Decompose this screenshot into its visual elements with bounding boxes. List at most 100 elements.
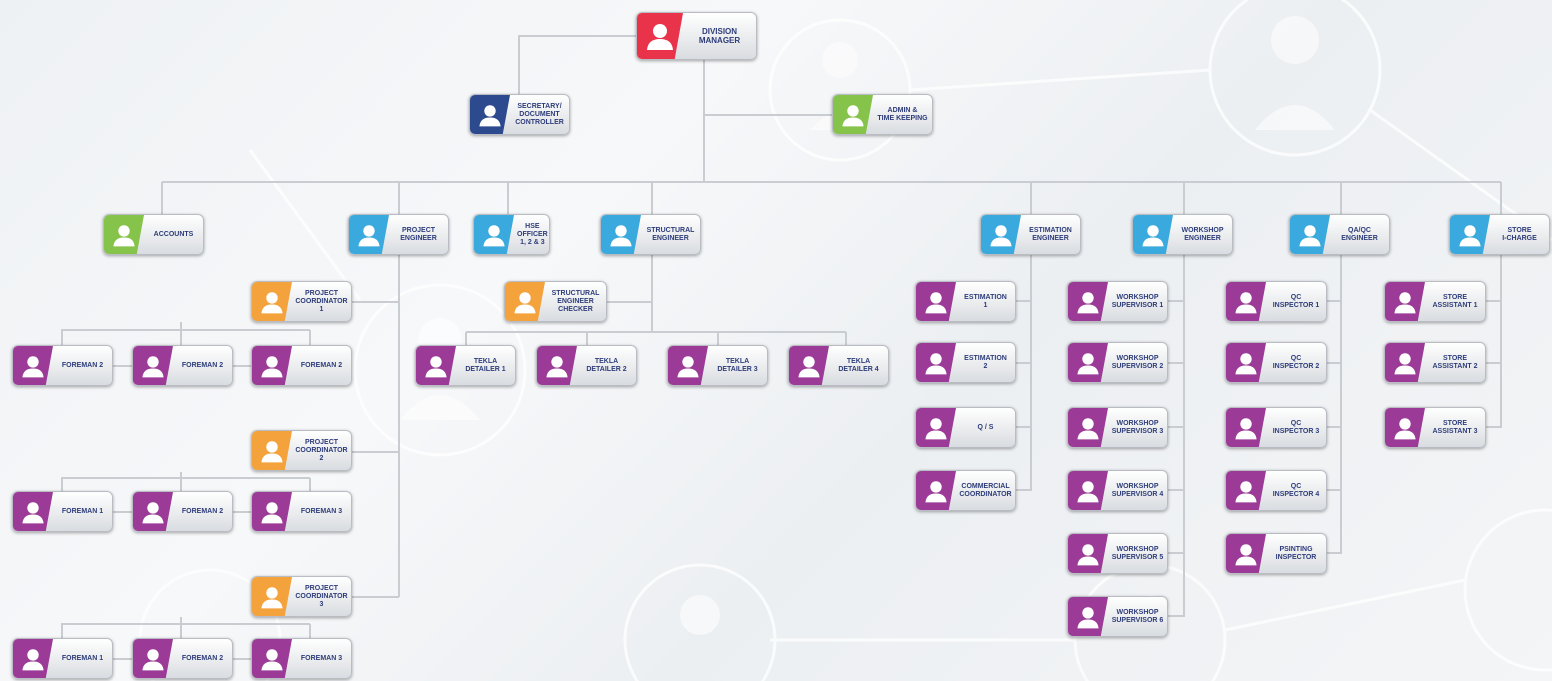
org-node-ws-supervisor-5: WORKSHOP SUPERVISOR 5: [1067, 533, 1168, 574]
node-label: TEKLA DETAILER 3: [717, 357, 758, 373]
org-node-estimation-engineer: ESTIMATION ENGINEER: [980, 214, 1081, 255]
node-label: TEKLA DETAILER 1: [465, 357, 506, 373]
org-node-estimation-2: ESTIMATION 2: [915, 342, 1016, 383]
org-node-ws-supervisor-3: WORKSHOP SUPERVISOR 3: [1067, 407, 1168, 448]
node-label: ESTIMATION ENGINEER: [1029, 226, 1072, 242]
node-label: PROJECT COORDINATOR 1: [295, 289, 348, 313]
person-icon: [252, 577, 292, 616]
node-label: QC INSPECTOR 3: [1272, 419, 1320, 435]
person-icon: [1290, 215, 1330, 254]
person-icon: [133, 492, 173, 531]
org-node-hse-officer: HSE OFFICER 1, 2 & 3: [473, 214, 550, 255]
person-icon: [470, 95, 510, 134]
org-node-pc1-foreman-c: FOREMAN 2: [251, 345, 352, 386]
node-label: PROJECT COORDINATOR 3: [295, 584, 348, 608]
node-label: PROJECT ENGINEER: [400, 226, 437, 242]
person-icon: [1385, 282, 1425, 321]
org-node-ws-supervisor-1: WORKSHOP SUPERVISOR 1: [1067, 281, 1168, 322]
org-node-qc-inspector-3: QC INSPECTOR 3: [1225, 407, 1327, 448]
person-icon: [349, 215, 389, 254]
node-label: DIVISION MANAGER: [698, 27, 741, 45]
person-icon: [1226, 343, 1266, 382]
node-label: FOREMAN 1: [61, 654, 104, 662]
node-label: QC INSPECTOR 4: [1272, 482, 1320, 498]
person-icon: [637, 13, 683, 59]
org-node-project-coordinator-2: PROJECT COORDINATOR 2: [251, 430, 352, 471]
person-icon: [505, 282, 545, 321]
node-label: FOREMAN 2: [181, 361, 224, 369]
node-label: STORE ASSISTANT 1: [1432, 293, 1478, 309]
person-icon: [1226, 408, 1266, 447]
person-icon: [789, 346, 829, 385]
person-icon: [916, 343, 956, 382]
person-icon: [1068, 282, 1108, 321]
org-node-ws-supervisor-2: WORKSHOP SUPERVISOR 2: [1067, 342, 1168, 383]
org-node-project-engineer: PROJECT ENGINEER: [348, 214, 449, 255]
org-node-pc2-foreman-a: FOREMAN 1: [12, 491, 113, 532]
person-icon: [474, 215, 514, 254]
person-icon: [668, 346, 708, 385]
person-icon: [13, 639, 53, 678]
person-icon: [104, 215, 144, 254]
node-label: Q / S: [977, 423, 994, 431]
org-node-pc3-foreman-a: FOREMAN 1: [12, 638, 113, 679]
org-node-painting-inspector: PSINTING INSPECTOR: [1225, 533, 1327, 574]
node-label: ESTIMATION 2: [964, 354, 1007, 370]
org-node-workshop-engineer: WORKSHOP ENGINEER: [1132, 214, 1233, 255]
org-node-pc2-foreman-c: FOREMAN 3: [251, 491, 352, 532]
person-icon: [833, 95, 873, 134]
org-node-tekla-1: TEKLA DETAILER 1: [415, 345, 516, 386]
node-label: FOREMAN 2: [300, 361, 343, 369]
org-node-structural-engineer: STRUCTURAL ENGINEER: [600, 214, 701, 255]
node-label: WORKSHOP ENGINEER: [1181, 226, 1224, 242]
person-icon: [133, 346, 173, 385]
node-label: ACCOUNTS: [153, 230, 194, 238]
org-node-ws-supervisor-6: WORKSHOP SUPERVISOR 6: [1067, 596, 1168, 637]
person-icon: [537, 346, 577, 385]
person-icon: [252, 492, 292, 531]
person-icon: [1226, 282, 1266, 321]
org-node-qc-inspector-1: QC INSPECTOR 1: [1225, 281, 1327, 322]
node-label: WORKSHOP SUPERVISOR 3: [1111, 419, 1164, 435]
org-node-admin: ADMIN & TIME KEEPING: [832, 94, 933, 135]
org-node-qc-inspector-4: QC INSPECTOR 4: [1225, 470, 1327, 511]
person-icon: [133, 639, 173, 678]
org-node-qs: Q / S: [915, 407, 1016, 448]
person-icon: [1068, 471, 1108, 510]
org-node-pc2-foreman-b: FOREMAN 2: [132, 491, 233, 532]
node-label: TEKLA DETAILER 4: [838, 357, 879, 373]
person-icon: [1385, 408, 1425, 447]
person-icon: [252, 431, 292, 470]
person-icon: [252, 282, 292, 321]
org-node-secretary: SECRETARY/ DOCUMENT CONTROLLER: [469, 94, 570, 135]
node-label: TEKLA DETAILER 2: [586, 357, 627, 373]
org-node-commercial-coordinator: COMMERCIAL COORDINATOR: [915, 470, 1016, 511]
person-icon: [13, 346, 53, 385]
org-node-store-assistant-1: STORE ASSISTANT 1: [1384, 281, 1486, 322]
node-label: WORKSHOP SUPERVISOR 2: [1111, 354, 1164, 370]
node-label: QC INSPECTOR 2: [1272, 354, 1320, 370]
org-node-qc-inspector-2: QC INSPECTOR 2: [1225, 342, 1327, 383]
org-node-division-manager: DIVISION MANAGER: [636, 12, 757, 60]
org-node-pc1-foreman-a: FOREMAN 2: [12, 345, 113, 386]
org-node-store-incharge: STORE I-CHARGE: [1449, 214, 1550, 255]
org-node-project-coordinator-3: PROJECT COORDINATOR 3: [251, 576, 352, 617]
node-label: PSINTING INSPECTOR: [1275, 545, 1317, 561]
node-label: QC INSPECTOR 1: [1272, 293, 1320, 309]
org-node-estimation-1: ESTIMATION 1: [915, 281, 1016, 322]
node-label: FOREMAN 2: [61, 361, 104, 369]
org-node-pc3-foreman-c: FOREMAN 3: [251, 638, 352, 679]
person-icon: [1068, 408, 1108, 447]
person-icon: [916, 408, 956, 447]
person-icon: [916, 471, 956, 510]
node-label: WORKSHOP SUPERVISOR 4: [1111, 482, 1164, 498]
node-label: PROJECT COORDINATOR 2: [295, 438, 348, 462]
person-icon: [416, 346, 456, 385]
org-node-accounts: ACCOUNTS: [103, 214, 204, 255]
person-icon: [1385, 343, 1425, 382]
org-node-store-assistant-3: STORE ASSISTANT 3: [1384, 407, 1486, 448]
node-label: STRUCTURAL ENGINEER CHECKER: [551, 289, 600, 313]
org-node-pc3-foreman-b: FOREMAN 2: [132, 638, 233, 679]
